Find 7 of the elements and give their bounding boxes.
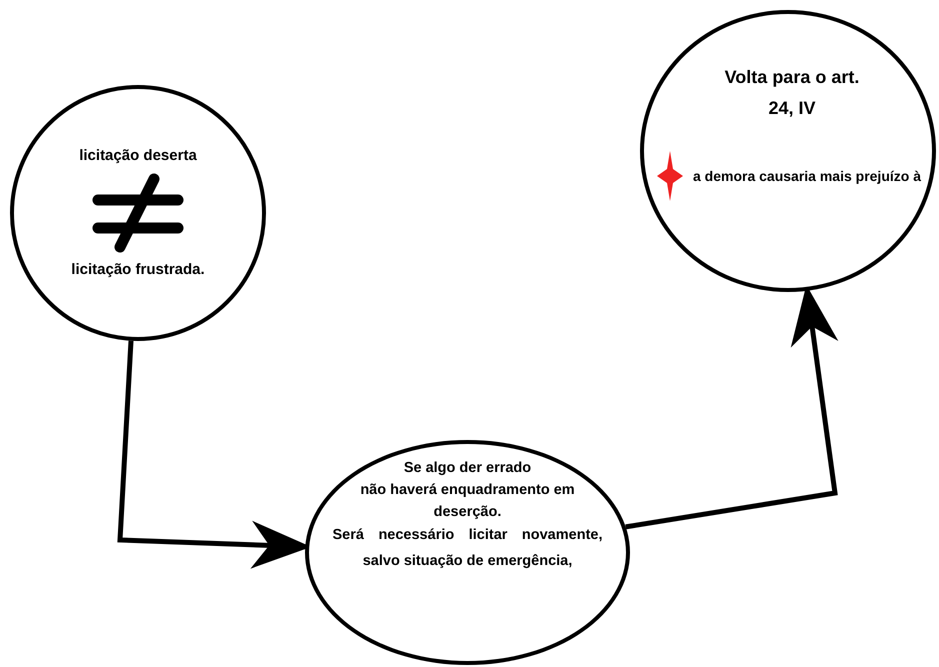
body-text: licitação frustrada. xyxy=(71,261,205,279)
heading-text: Se algo der errado xyxy=(404,459,532,478)
heading-text: Volta para o art. 24, IV xyxy=(724,66,860,120)
body-text: a demora causaria mais prejuízo à xyxy=(692,166,922,186)
heading-text: licitação deserta xyxy=(79,147,197,165)
body-text: Será necessário licitar novamente, salvo situação de emergência, xyxy=(332,526,602,571)
body-text: não haverá enquadramento em deserção. xyxy=(359,480,576,522)
